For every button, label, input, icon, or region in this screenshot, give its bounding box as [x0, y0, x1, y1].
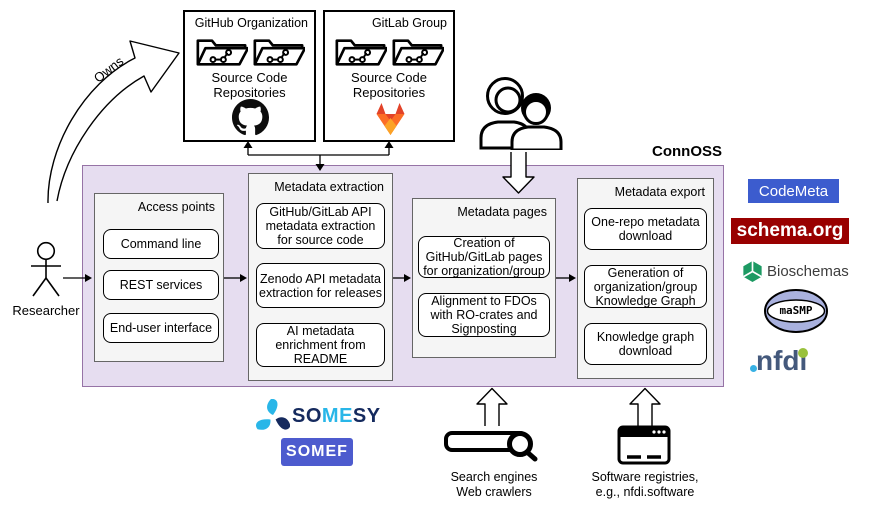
bioschemas-hexagon-icon — [742, 261, 763, 282]
codemeta-badge: CodeMeta — [748, 179, 839, 203]
item-end-user-interface: End-user interface — [103, 313, 219, 343]
item-command-line: Command line — [103, 229, 219, 259]
nfdi-green-dot — [798, 348, 809, 358]
somesy-text-part: SY — [352, 405, 381, 427]
gitlab-group-title: GitLab Group — [371, 16, 447, 30]
gitlab-tanuki-icon — [376, 103, 405, 135]
users-icon — [479, 77, 563, 150]
github-repos-caption: Source Code Repositories — [211, 70, 288, 100]
researcher-figure — [31, 241, 61, 297]
researcher-label: Researcher — [12, 303, 80, 318]
gitlab-group-box: GitLab Group Source Code Repositories — [323, 10, 455, 142]
item-rest-services: REST services — [103, 270, 219, 300]
masmp-logo: maSMP — [763, 288, 829, 334]
item-zenodo-api-extraction: Zenodo API metadata extraction for relea… — [256, 263, 385, 308]
registries-caption: Software registries, e.g., nfdi.software — [591, 470, 699, 499]
item-alignment-to-fdos: Alignment to FDOs with RO-crates and Sig… — [418, 293, 550, 337]
github-organization-box: GitHub Organization Source Code Reposito… — [183, 10, 316, 142]
panel-title: Metadata extraction — [274, 180, 384, 194]
panel-title: Metadata pages — [457, 205, 547, 219]
nfdi-logo: nfdi — [750, 344, 809, 378]
bioschemas-label: Bioschemas — [767, 263, 849, 280]
browser-window-icon — [617, 425, 671, 465]
search-bar-icon — [444, 431, 538, 462]
connoss-label: ConnOSS — [652, 143, 722, 160]
item-creation-of-pages: Creation of GitHub/GitLab pages for orga… — [418, 236, 550, 278]
item-githubgitlab-api-extraction: GitHub/GitLab API metadata extraction fo… — [256, 203, 385, 249]
repo-folder-icon — [334, 34, 387, 70]
somesy-text-part: SO — [292, 405, 322, 427]
somesy-text-part: ME — [321, 405, 353, 427]
github-octocat-icon — [232, 99, 269, 136]
somesy-icon — [256, 399, 290, 430]
repo-folder-icon — [195, 34, 248, 70]
item-one-repo-download: One-repo metadata download — [584, 208, 707, 250]
repo-folder-icon — [252, 34, 305, 70]
github-organization-title: GitHub Organization — [194, 16, 308, 30]
somef-badge: SOMEF — [281, 438, 353, 466]
registries-up-arrow — [629, 387, 661, 426]
repo-folder-icon — [391, 34, 444, 70]
item-ai-metadata-enrichment: AI metadata enrichment from README — [256, 323, 385, 367]
masmp-eye-icon — [764, 289, 828, 333]
panel-title: Metadata export — [614, 185, 705, 199]
search-up-arrow — [476, 387, 508, 426]
nfdi-cyan-dot — [750, 365, 757, 372]
item-knowledge-graph-download: Knowledge graph download — [584, 323, 707, 365]
somesy-logo: SOMESY — [292, 405, 381, 428]
panel-title: Access points — [137, 200, 215, 214]
schemaorg-badge: schema.org — [731, 218, 849, 244]
gitlab-repos-caption: Source Code Repositories — [351, 70, 427, 100]
search-sources-caption: Search engines Web crawlers — [450, 470, 538, 499]
owns-label: Owns — [90, 53, 127, 86]
item-knowledge-graph-generation: Generation of organization/group Knowled… — [584, 265, 707, 308]
masmp-label: maSMP — [779, 304, 813, 317]
